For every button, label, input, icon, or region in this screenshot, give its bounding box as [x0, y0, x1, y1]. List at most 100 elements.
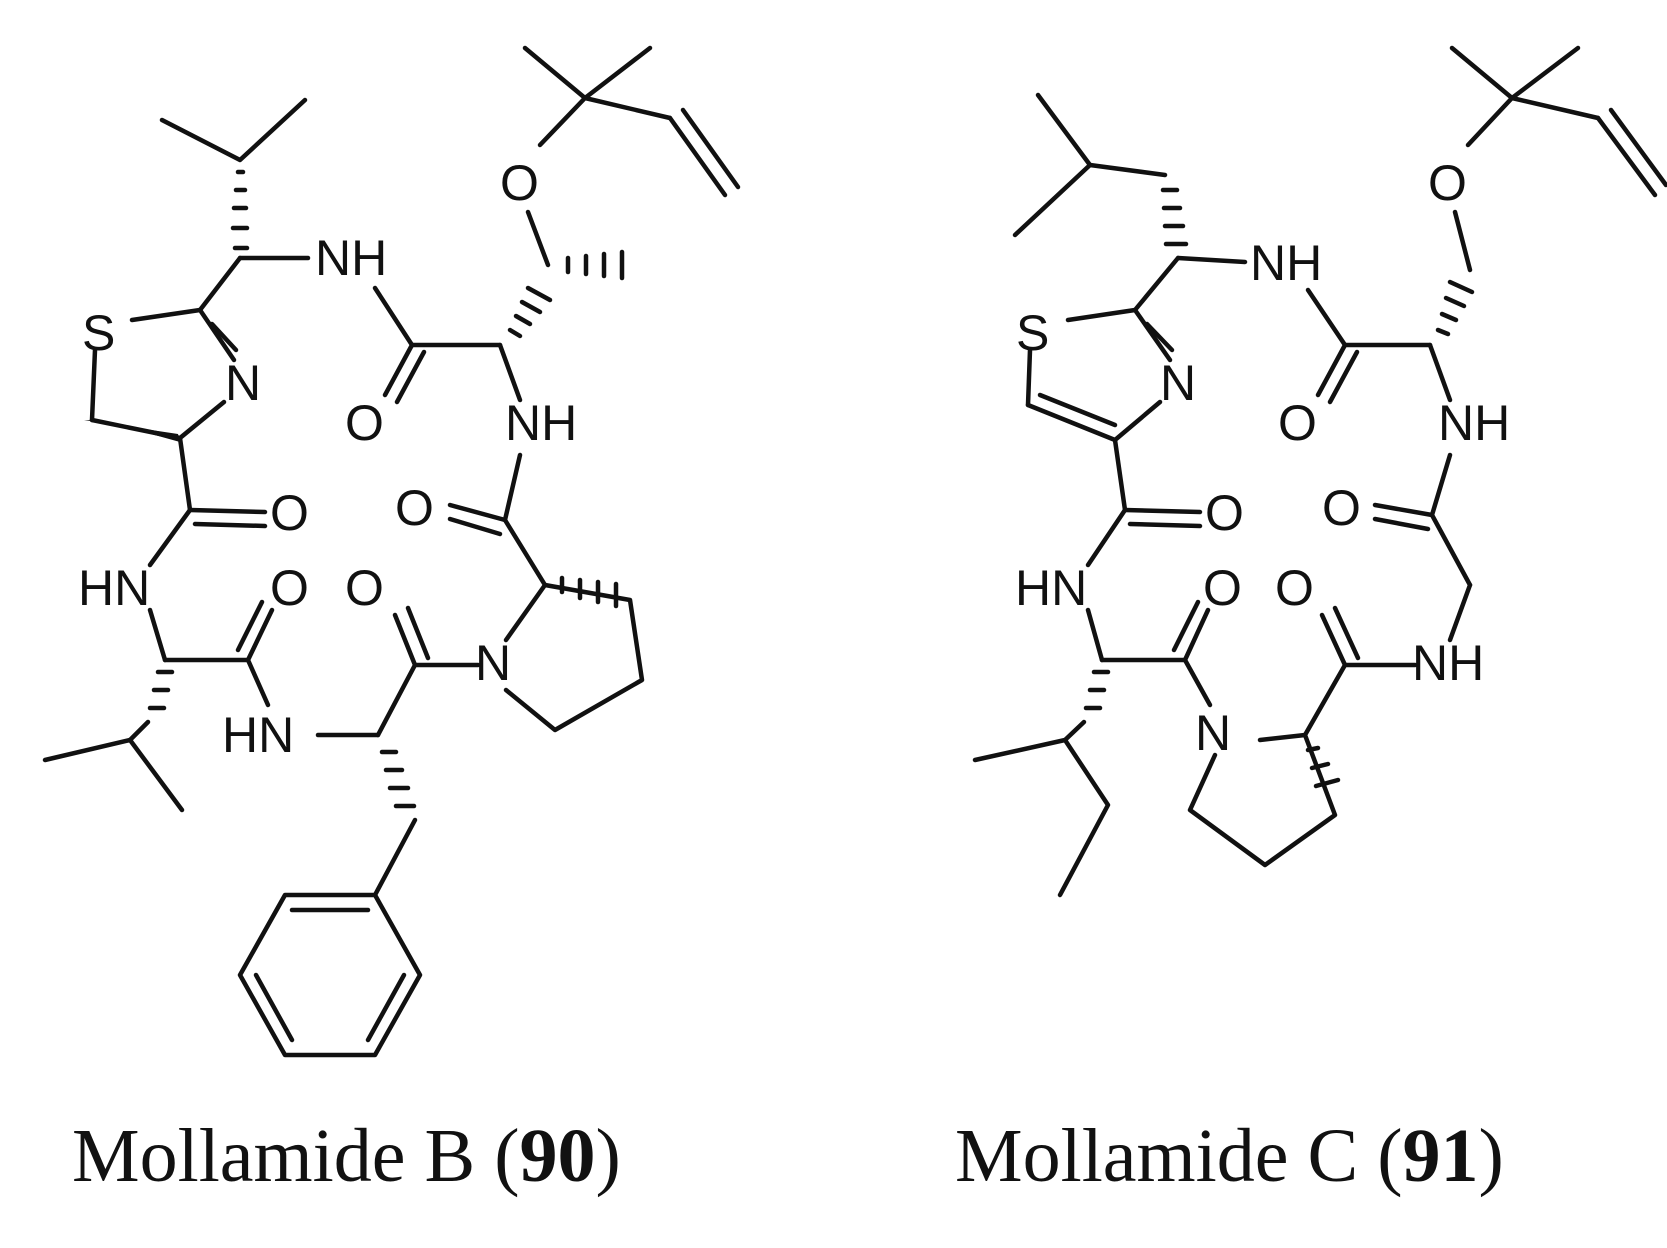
- bond-c-ile-side: [1062, 719, 1087, 743]
- bond-b-hn-ca: [147, 607, 168, 663]
- compound-name: Mollamide C: [955, 1114, 1359, 1198]
- compound-name: Mollamide B: [72, 1114, 476, 1198]
- bond-b-pro-c-o-double: [447, 516, 503, 537]
- bond-b-val-c-o-double: [235, 599, 265, 653]
- bond-c-ct-vinyl: [1509, 95, 1601, 121]
- bond-b-thr-c-o: [382, 342, 415, 398]
- bond-b-amide-hn: [147, 507, 193, 568]
- bond-b-val-c-o: [245, 607, 275, 663]
- bond-b-pro-c-o: [447, 502, 508, 523]
- bond-b-val-hn: [245, 657, 271, 708]
- bond-b-pro-co: [502, 517, 548, 588]
- mollamide-b-structure: NH S N O O NH O O HN O O N HN: [42, 45, 741, 1058]
- bond-c-nh-ser: [1427, 342, 1453, 403]
- atom-label: NH: [1438, 395, 1510, 451]
- atom-label: NH: [1250, 235, 1322, 291]
- bond-c-c2-s: [1065, 307, 1138, 323]
- hashed-bond-b-thr: [507, 285, 553, 339]
- compound-number: 90: [519, 1114, 596, 1198]
- bond-b-vinyl-double: [680, 107, 741, 190]
- bond-b-thr-nh: [372, 285, 415, 348]
- bond-c-ct-me2: [1509, 45, 1581, 101]
- bond-b-c4-amide: [177, 435, 193, 513]
- bond-b-ct-me2: [582, 45, 653, 101]
- bond-c-c2-n: [1132, 307, 1173, 363]
- benzene-double-3: [253, 972, 295, 1043]
- compound-number: 91: [1402, 1114, 1479, 1198]
- bond-c-vinyl: [1595, 115, 1658, 198]
- caption-mollamide-b: Mollamide B (90): [72, 1114, 621, 1198]
- bond-b-ct-me1: [522, 45, 588, 101]
- bond-b-vinyl: [667, 115, 728, 198]
- atom-label: O: [1203, 560, 1242, 616]
- isopropyl-bond-b-bottom: [42, 737, 185, 813]
- isobutyl-bond-c: [1012, 92, 1093, 238]
- bond-c-c5-c4: [1025, 402, 1118, 443]
- bond-b-o-ct: [537, 95, 588, 148]
- bond-c-gly-c-o: [1372, 502, 1435, 518]
- proline-ring-c: [1187, 732, 1338, 868]
- bond-c-pro-c-o-double: [1332, 605, 1361, 661]
- bond-b-c2-n-double: [209, 321, 239, 353]
- bond-c-c5-c4-double: [1037, 392, 1118, 428]
- atom-label: S: [82, 305, 115, 361]
- bond-c-s-c5: [1025, 347, 1033, 408]
- caption-mollamide-c: Mollamide C (91): [955, 1114, 1504, 1198]
- bond-c-c4-n: [1112, 399, 1163, 443]
- atom-label: O: [1275, 560, 1314, 616]
- bond-c-ser-nh: [1305, 287, 1348, 348]
- hashed-bond-c-pro: [1305, 745, 1341, 789]
- atom-label: O: [270, 560, 309, 616]
- atom-label: O: [1428, 155, 1467, 211]
- bond-c-o-ct: [1465, 95, 1515, 148]
- bond-c-hn-ca: [1085, 607, 1105, 663]
- bond-b-n-pro-ca: [503, 582, 548, 643]
- bond-c-ile-c-o-double: [1171, 599, 1201, 653]
- atom-label: O: [1278, 395, 1317, 451]
- atom-label: O: [1205, 485, 1244, 541]
- atom-label: O: [270, 485, 309, 541]
- benzene-double-2: [365, 972, 407, 1043]
- benzene-ring: [237, 892, 423, 1058]
- bond-b-phe-ch2: [372, 817, 418, 898]
- sec-butyl-bond-c: [972, 737, 1111, 898]
- isopropyl-bond-b-top: [159, 97, 308, 163]
- hashed-bond-b-val: [147, 669, 175, 711]
- bond-c-nh-gly: [1447, 582, 1473, 643]
- bond-b-amide-co-double: [192, 521, 268, 529]
- bond-c-ca-nh: [1175, 255, 1248, 265]
- bond-b-val-side: [127, 719, 151, 743]
- bond-c-ch2-o: [1452, 209, 1473, 273]
- atom-label: NH: [505, 395, 577, 451]
- hashed-bond-b-phe: [379, 749, 417, 809]
- bond-b-phe-c-o-double: [405, 605, 431, 661]
- bond-b-phe-c-o: [392, 612, 418, 668]
- atom-label: O: [1322, 480, 1361, 536]
- atom-label: HN: [78, 560, 150, 616]
- atom-label: O: [395, 480, 434, 536]
- bond-b-phe-co: [375, 662, 418, 738]
- bond-c-ca-c2: [1132, 255, 1181, 313]
- atom-label: NH: [1412, 635, 1484, 691]
- atom-label: HN: [1015, 560, 1087, 616]
- bond-c-ile-n: [1182, 657, 1213, 708]
- bond-c-ib-ch: [1087, 162, 1168, 178]
- bond-b-ct-vinyl: [582, 95, 673, 121]
- atom-label: O: [345, 395, 384, 451]
- proline-ring-b: [503, 582, 645, 733]
- atom-label: N: [225, 355, 261, 411]
- bond-b-thr-beta-o: [525, 209, 551, 268]
- bond-b-amide-co: [187, 507, 268, 515]
- bond-b-nh-thr: [497, 342, 523, 403]
- bond-c-ile-c-o: [1182, 607, 1211, 663]
- bond-b-pro-nh: [502, 452, 523, 523]
- bond-c-c4-amide: [1112, 437, 1128, 513]
- bond-c-vinyl-double: [1608, 107, 1667, 188]
- atom-label: O: [345, 560, 384, 616]
- atom-label: N: [475, 635, 511, 691]
- bond-c-ser-c-o-double: [1327, 349, 1360, 405]
- mollamide-c-structure: NH S N O O NH O O HN O O NH N: [972, 45, 1667, 898]
- bond-c-ser-c-o: [1315, 342, 1348, 398]
- atom-label: N: [1160, 355, 1196, 411]
